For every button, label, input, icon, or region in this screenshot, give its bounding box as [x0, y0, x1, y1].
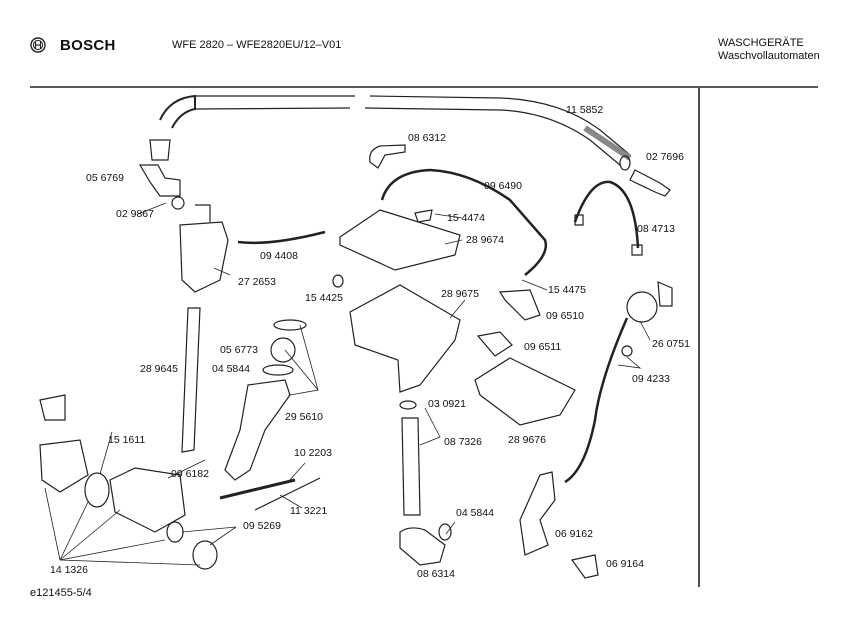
part-label-295610[interactable]: 29 5610	[285, 411, 323, 423]
sump-hose-drawing	[224, 379, 291, 481]
cable-tie-drawing	[254, 477, 321, 511]
knob-drawing	[570, 554, 599, 579]
leader-lines	[44, 202, 651, 566]
drain-hose-drawing	[149, 94, 632, 171]
bracket-drawing	[573, 180, 640, 249]
part-label-086314[interactable]: 08 6314	[417, 568, 455, 580]
part-label-260751[interactable]: 26 0751	[652, 338, 690, 350]
part-label-086312[interactable]: 08 6312	[408, 132, 446, 144]
pump-motor-drawing	[39, 439, 89, 493]
part-label-096511[interactable]: 09 6511	[524, 341, 562, 353]
part-label-045844-lower[interactable]: 04 5844	[456, 507, 494, 519]
part-label-096490[interactable]: 09 6490	[484, 180, 522, 192]
subcategory: Waschvollautomaten	[718, 50, 820, 62]
part-label-289676[interactable]: 28 9676	[508, 434, 546, 446]
part-label-151611[interactable]: 15 1611	[108, 434, 146, 446]
elbow-drawing	[138, 164, 181, 197]
part-label-094408[interactable]: 09 4408	[260, 250, 298, 262]
fill-pipe-drawing	[401, 417, 421, 516]
o-ring-drawing	[84, 472, 110, 508]
part-label-095269[interactable]: 09 5269	[243, 520, 281, 532]
bosch-logo-icon	[30, 37, 46, 53]
dispenser-housing-drawing	[349, 284, 461, 393]
ball-drawing	[270, 337, 296, 363]
brand-name: BOSCH	[60, 37, 116, 54]
part-label-102203[interactable]: 10 2203	[294, 447, 332, 459]
pump-cover-drawing	[39, 394, 66, 421]
holder-drawing	[519, 471, 556, 556]
part-label-113221[interactable]: 11 3221	[290, 505, 328, 517]
siphon-cap-drawing	[498, 289, 541, 321]
part-label-096182[interactable]: 09 6182	[171, 468, 209, 480]
siphon-insert-drawing	[476, 331, 513, 357]
part-label-272653[interactable]: 27 2653	[238, 276, 276, 288]
pressure-hose-drawing	[380, 168, 548, 276]
part-label-056773[interactable]: 05 6773	[220, 344, 258, 356]
hose-piece-drawing	[219, 478, 296, 500]
category: WASCHGERÄTE	[718, 37, 804, 49]
part-label-056769[interactable]: 05 6769	[86, 172, 124, 184]
seal-drawing	[171, 196, 185, 210]
part-label-029867[interactable]: 02 9867	[116, 208, 154, 220]
dispenser-cover-drawing	[339, 209, 461, 271]
bellow-seal-drawing	[399, 400, 417, 410]
pressure-hose-2-drawing	[564, 317, 629, 484]
part-label-045844-upper[interactable]: 04 5844	[212, 363, 250, 375]
elbow-bellows-drawing	[399, 527, 446, 566]
part-label-096510[interactable]: 09 6510	[546, 310, 584, 322]
pressure-switch-drawing	[626, 291, 658, 323]
part-label-289674[interactable]: 28 9674	[466, 234, 504, 246]
pump-housing-drawing	[109, 467, 186, 533]
part-label-094233[interactable]: 09 4233	[632, 373, 670, 385]
part-label-115852[interactable]: 11 5852	[566, 104, 604, 116]
model-number: WFE 2820 – WFE2820EU/12–V01	[172, 39, 342, 51]
clamp-drawing	[262, 364, 294, 376]
part-label-030921[interactable]: 03 0921	[428, 398, 466, 410]
part-label-289675[interactable]: 28 9675	[441, 288, 479, 300]
clip-drawing	[414, 209, 433, 223]
part-label-154474[interactable]: 15 4474	[447, 212, 485, 224]
part-label-084713[interactable]: 08 4713	[637, 223, 675, 235]
filter-ring-drawing	[166, 521, 184, 543]
part-label-027696[interactable]: 02 7696	[646, 151, 684, 163]
small-hose-drawing	[237, 230, 326, 245]
drawer-drawing	[474, 357, 576, 426]
part-label-154475[interactable]: 15 4475	[548, 284, 586, 296]
part-label-069162[interactable]: 06 9162	[555, 528, 593, 540]
elbow-hose-2-drawing	[369, 144, 406, 169]
part-label-289645[interactable]: 28 9645	[140, 363, 178, 375]
grommet-drawing	[332, 274, 344, 288]
part-label-154425[interactable]: 15 4425	[305, 292, 343, 304]
part-label-069164[interactable]: 06 9164	[606, 558, 644, 570]
air-trap-drawing	[179, 221, 229, 293]
end-piece-drawing	[629, 169, 671, 197]
part-label-141326[interactable]: 14 1326	[50, 564, 88, 576]
filter-drawing	[192, 540, 218, 570]
diagram-id: e121455-5/4	[30, 587, 92, 599]
sump-seal-drawing	[273, 319, 307, 331]
part-label-087326[interactable]: 08 7326	[444, 436, 482, 448]
tube-drawing	[181, 307, 201, 453]
